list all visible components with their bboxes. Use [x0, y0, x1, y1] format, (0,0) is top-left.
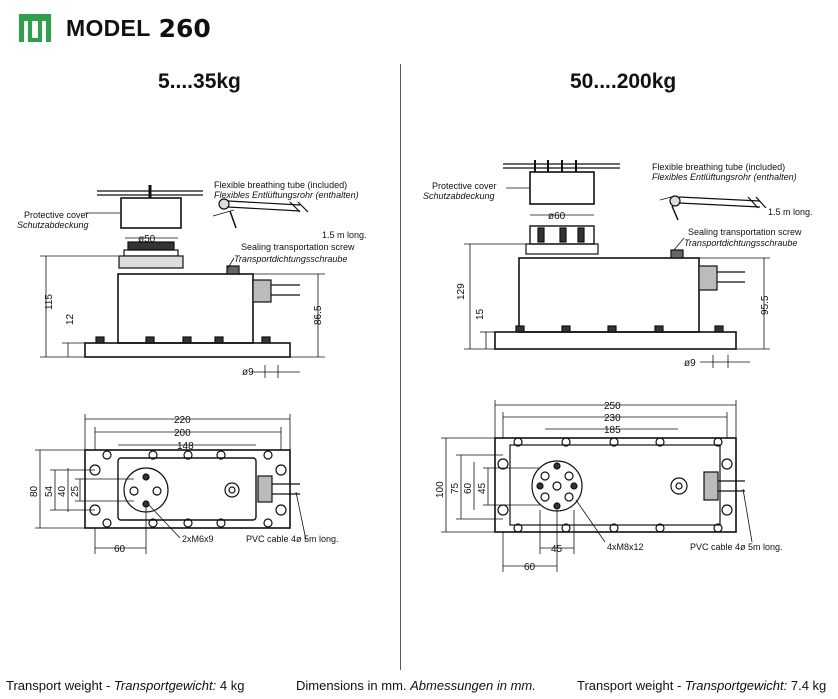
right-protective-cover-label-de: Schutzabdeckung: [423, 191, 495, 201]
right-dim-60: 60: [463, 482, 474, 494]
left-dim-115: 115: [44, 294, 55, 310]
right-weight-value: 7.4 kg: [787, 678, 827, 693]
right-dim-185: 185: [604, 425, 621, 436]
left-range-title: 5....35kg: [158, 70, 241, 93]
left-thread-label: 2xM6x9: [182, 534, 214, 544]
right-protective-cover-label: Protective cover: [432, 181, 497, 191]
dimensions-note: Dimensions in mm. Abmessungen in mm.: [296, 678, 536, 693]
left-dim-148: 148: [177, 441, 194, 452]
left-dim-200: 200: [174, 428, 191, 439]
left-top-view: 220 200 148 80 54 40 25 60 2xM6x9 PVC ca…: [29, 414, 339, 555]
right-dim-250: 250: [604, 401, 621, 412]
model-number: 260: [158, 13, 211, 43]
left-cover-dia: ø50: [138, 234, 156, 245]
left-dim-25: 25: [70, 485, 81, 497]
right-dim-75: 75: [450, 482, 461, 494]
left-breathing-tube-label: Flexible breathing tube (included): [214, 180, 347, 190]
left-sealing-screw-label-de: Transportdichtungsschraube: [234, 254, 347, 264]
left-hole-dia: ø9: [242, 367, 254, 378]
right-hole-dia: ø9: [684, 358, 696, 369]
model-label: MODEL: [66, 14, 151, 41]
right-range-title: 50....200kg: [570, 70, 677, 93]
left-weight-en: Transport weight -: [6, 678, 114, 693]
left-dim-60: 60: [114, 544, 126, 555]
left-dim-12: 12: [65, 313, 76, 325]
column-divider: [400, 64, 401, 670]
right-breathing-tube-label-de: Flexibles Entlüftungsrohr (enthalten): [652, 172, 797, 182]
right-dim-129: 129: [456, 283, 467, 300]
dimensions-de: Abmessungen in mm.: [410, 678, 536, 693]
right-tube-length-label: 1.5 m long.: [768, 207, 813, 217]
right-side-view: Flexible breathing tube (included) Flexi…: [423, 160, 813, 369]
right-dim-45-bottom: 45: [551, 544, 563, 555]
left-breathing-tube-label-de: Flexibles Entlüftungsrohr (enthalten): [214, 190, 359, 200]
left-protective-cover-label-de: Schutzabdeckung: [17, 220, 89, 230]
left-transport-weight: Transport weight - Transportgewicht: 4 k…: [6, 678, 244, 693]
left-tube-length-label: 1.5 m long.: [322, 230, 367, 240]
right-dim-100: 100: [435, 481, 446, 498]
left-pvc-cable-label: PVC cable 4ø 5m long.: [246, 534, 339, 544]
left-dim-220: 220: [174, 415, 191, 426]
left-protective-cover-label: Protective cover: [24, 210, 89, 220]
left-weight-de: Transportgewicht:: [113, 678, 217, 693]
right-cover-dia: ø60: [548, 211, 566, 222]
right-dim-15: 15: [475, 308, 486, 320]
brand-logo-icon: [19, 14, 51, 42]
left-dim-40: 40: [57, 485, 68, 497]
right-dim-60-bottom: 60: [524, 562, 536, 573]
dimensions-en: Dimensions in mm.: [296, 678, 411, 693]
right-breathing-tube-label: Flexible breathing tube (included): [652, 162, 785, 172]
right-weight-de: Transportgewicht:: [684, 678, 788, 693]
left-dim-86-5: 86.5: [313, 305, 324, 325]
left-weight-value: 4 kg: [216, 678, 245, 693]
left-sealing-screw-label: Sealing transportation screw: [241, 242, 355, 252]
right-dim-230: 230: [604, 413, 621, 424]
left-dim-80: 80: [29, 485, 40, 497]
right-transport-weight: Transport weight - Transportgewicht: 7.4…: [577, 678, 826, 693]
right-sealing-screw-label-de: Transportdichtungsschraube: [684, 238, 797, 248]
left-dim-54: 54: [44, 485, 55, 497]
right-dim-95-5: 95.5: [760, 295, 771, 315]
right-dim-45: 45: [477, 482, 488, 494]
right-thread-label: 4xM8x12: [607, 542, 644, 552]
right-pvc-cable-label: PVC cable 4ø 5m long.: [690, 542, 783, 552]
right-sealing-screw-label: Sealing transportation screw: [688, 227, 802, 237]
page-header: MODEL 260: [18, 10, 211, 46]
right-top-view: 250 230 185 100 75 60 45 45 60 4xM8x12 P…: [435, 400, 783, 573]
right-weight-en: Transport weight -: [577, 678, 685, 693]
left-side-view: Flexible breathing tube (included) Flexi…: [17, 180, 367, 378]
